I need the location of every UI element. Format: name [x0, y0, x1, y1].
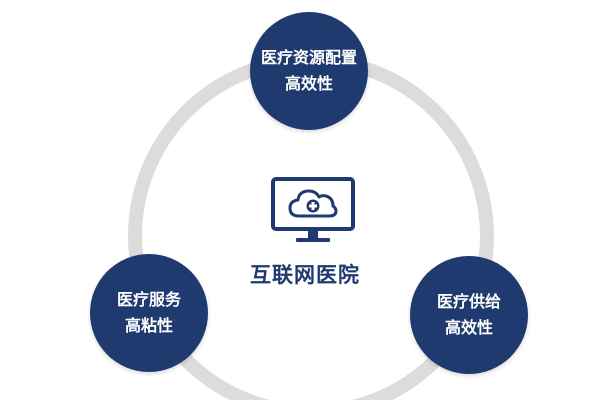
node-supply-efficiency: 医疗供给 高效性: [410, 256, 528, 374]
node-top-line2: 高效性: [284, 74, 333, 93]
node-top-line1: 医疗资源配置: [260, 48, 357, 67]
node-left-line2: 高粘性: [124, 316, 173, 335]
center-title: 互联网医院: [250, 263, 360, 287]
cloud-monitor-medical-icon: [271, 177, 355, 242]
node-resource-allocation: 医疗资源配置 高效性: [250, 12, 368, 130]
node-right-line2: 高效性: [444, 318, 493, 337]
node-service-stickiness: 医疗服务 高粘性: [90, 254, 208, 372]
node-left-line1: 医疗服务: [116, 290, 181, 309]
node-right-line1: 医疗供给: [436, 292, 501, 311]
